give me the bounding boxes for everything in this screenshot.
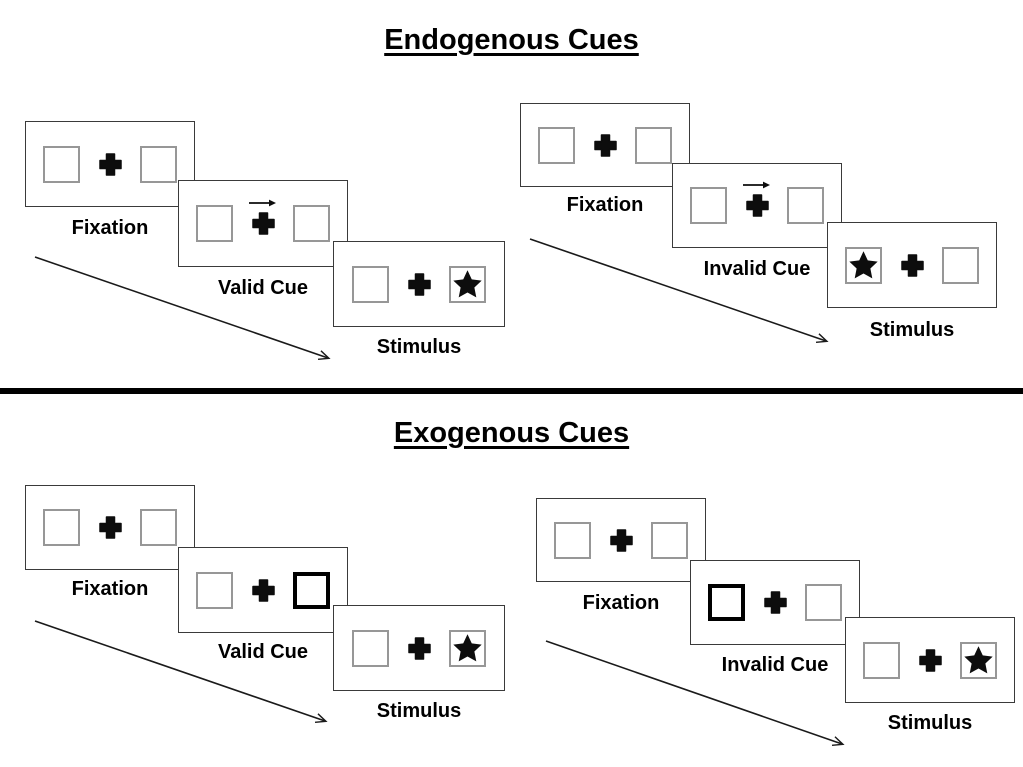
fixation-cross-icon bbox=[918, 648, 942, 672]
section-title-exogenous: Exogenous Cues bbox=[393, 417, 630, 449]
section-divider bbox=[0, 388, 1023, 394]
fixation-cross-icon bbox=[407, 272, 431, 296]
target-star-icon bbox=[849, 250, 878, 278]
panel-label-valid-cue: Valid Cue bbox=[217, 641, 309, 663]
endogenous-valid-fixation-panel bbox=[25, 121, 195, 207]
fixation-cross-icon bbox=[763, 591, 787, 615]
right-box bbox=[449, 265, 486, 303]
fixation-cross-icon bbox=[251, 578, 275, 602]
panel-label-stimulus: Stimulus bbox=[887, 712, 973, 734]
left-box bbox=[538, 126, 575, 164]
panel-label-stimulus: Stimulus bbox=[376, 700, 462, 722]
time-arrow-endogenous-valid bbox=[34, 256, 331, 361]
right-box bbox=[651, 521, 688, 559]
fixation-cross-icon bbox=[407, 636, 431, 660]
panel-label-fixation: Fixation bbox=[71, 217, 149, 239]
left-box bbox=[43, 145, 80, 183]
fixation-cross-icon bbox=[743, 181, 770, 218]
right-box bbox=[960, 641, 997, 679]
panel-label-invalid-cue: Invalid Cue bbox=[703, 258, 811, 280]
fixation-cross-icon bbox=[249, 199, 276, 236]
right-box bbox=[787, 187, 824, 224]
right-box bbox=[140, 145, 177, 183]
endogenous-valid-cue-panel bbox=[178, 180, 348, 267]
fixation-cross-icon bbox=[900, 253, 924, 277]
section-title-endogenous: Endogenous Cues bbox=[384, 24, 639, 56]
right-box-cue-highlight bbox=[293, 571, 330, 609]
endogenous-invalid-cue-panel bbox=[672, 163, 842, 248]
panel-label-invalid-cue: Invalid Cue bbox=[721, 654, 829, 676]
cue-arrow-icon bbox=[743, 181, 770, 188]
exogenous-valid-cue-panel bbox=[178, 547, 348, 633]
cue-arrow-icon bbox=[249, 199, 276, 206]
exogenous-invalid-stimulus-panel bbox=[845, 617, 1015, 703]
target-star-icon bbox=[453, 269, 482, 297]
left-box bbox=[554, 521, 591, 559]
left-box bbox=[690, 187, 727, 224]
right-box bbox=[942, 246, 979, 284]
left-box bbox=[43, 509, 80, 546]
panel-label-stimulus: Stimulus bbox=[376, 336, 462, 358]
time-arrow-endogenous-invalid bbox=[529, 238, 829, 344]
panel-label-fixation: Fixation bbox=[582, 592, 660, 614]
panel-label-fixation: Fixation bbox=[566, 194, 644, 216]
left-box bbox=[196, 571, 233, 609]
right-box bbox=[293, 205, 330, 242]
exogenous-invalid-fixation-panel bbox=[536, 498, 706, 582]
endogenous-invalid-stimulus-panel bbox=[827, 222, 997, 308]
panel-label-valid-cue: Valid Cue bbox=[217, 277, 309, 299]
left-box bbox=[352, 629, 389, 667]
right-box bbox=[805, 584, 842, 621]
panel-label-fixation: Fixation bbox=[71, 578, 149, 600]
left-box bbox=[196, 205, 233, 242]
target-star-icon bbox=[964, 645, 993, 673]
left-box bbox=[352, 265, 389, 303]
right-box bbox=[449, 629, 486, 667]
fixation-cross-icon bbox=[609, 528, 633, 552]
exogenous-valid-fixation-panel bbox=[25, 485, 195, 570]
exogenous-valid-stimulus-panel bbox=[333, 605, 505, 691]
exogenous-invalid-cue-panel bbox=[690, 560, 860, 645]
fixation-cross-icon bbox=[593, 133, 617, 157]
endogenous-invalid-fixation-panel bbox=[520, 103, 690, 187]
target-star-icon bbox=[453, 633, 482, 661]
right-box bbox=[635, 126, 672, 164]
left-box bbox=[845, 246, 882, 284]
panel-label-stimulus: Stimulus bbox=[869, 319, 955, 341]
fixation-cross-icon bbox=[98, 152, 122, 176]
left-box-cue-highlight bbox=[708, 584, 745, 621]
fixation-cross-icon bbox=[98, 516, 122, 540]
endogenous-valid-stimulus-panel bbox=[333, 241, 505, 327]
right-box bbox=[140, 509, 177, 546]
time-arrow-exogenous-valid bbox=[34, 620, 328, 724]
left-box bbox=[863, 641, 900, 679]
